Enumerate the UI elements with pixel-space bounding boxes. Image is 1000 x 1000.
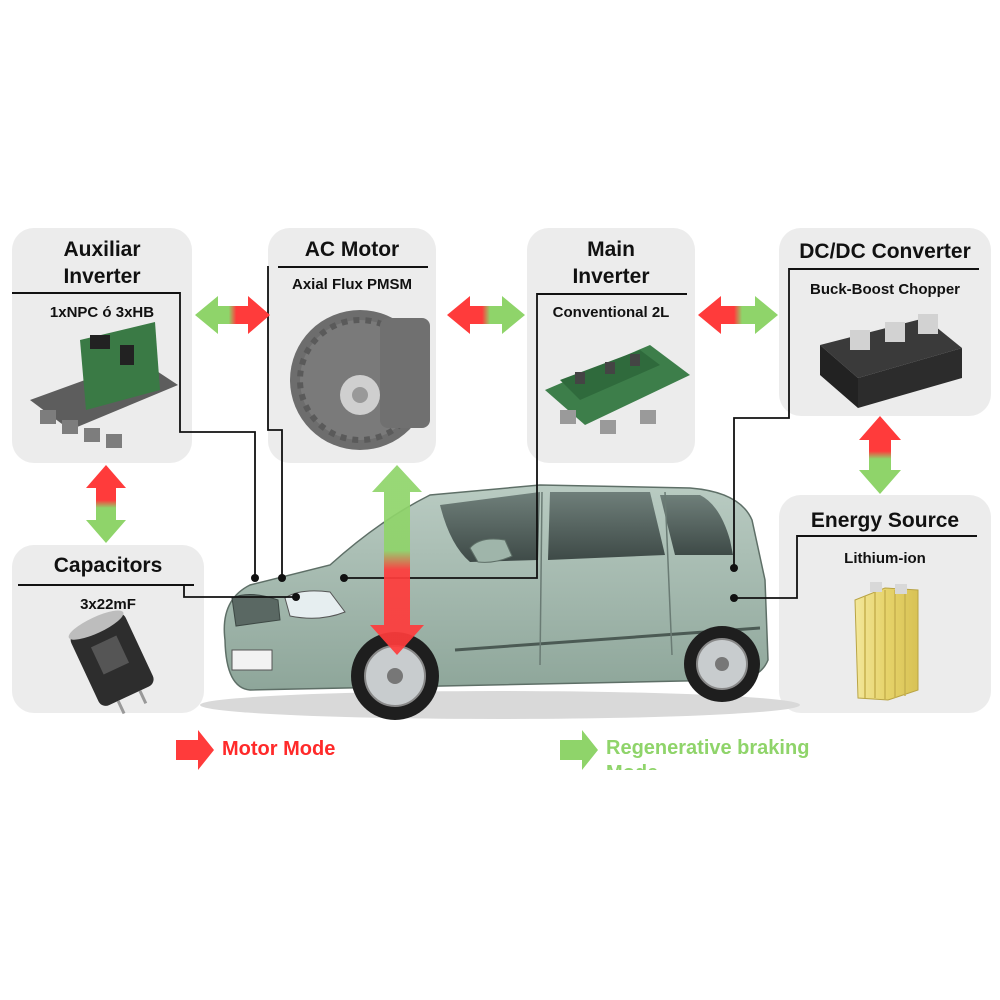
dcdc-battery-arrow <box>859 416 901 494</box>
regen-mode-legend-label-cutoff: Mode <box>606 762 686 770</box>
main-dcdc-arrow <box>698 296 778 334</box>
dcdc-converter-underline <box>789 268 979 270</box>
motor-wheel-arrow <box>370 465 424 655</box>
main-inverter-underline <box>537 293 687 295</box>
aux-inverter-underline <box>12 292 180 294</box>
ac-motor-subtitle: Axial Flux PMSM <box>291 276 413 293</box>
regen-mode-legend-label: Regenerative braking <box>606 737 810 759</box>
aux-capacitor-arrow <box>86 465 126 543</box>
aux-inverter-title: Auxiliar Inverter <box>63 238 141 288</box>
car-illustration <box>200 484 800 720</box>
aux-inverter-pcb-image <box>30 322 178 448</box>
energy-source-title: Energy Source <box>810 509 960 532</box>
ac-motor-title: AC Motor <box>304 238 400 261</box>
capacitors-subtitle: 3x22mF <box>80 596 136 613</box>
energy-source-underline <box>797 535 977 537</box>
main-inverter-subtitle: Conventional 2L <box>552 304 670 321</box>
dcdc-converter-title: DC/DC Converter <box>799 240 971 263</box>
dcdc-module-image <box>820 314 962 408</box>
dcdc-converter-subtitle: Buck-Boost Chopper <box>810 281 960 298</box>
regen-mode-legend-arrow <box>560 730 598 770</box>
main-inverter-pcb-image <box>545 345 690 434</box>
energy-source-subtitle: Lithium-ion <box>844 550 926 567</box>
capacitor-image <box>68 610 154 715</box>
motor-mode-legend-label: Motor Mode <box>222 738 336 760</box>
motor-mode-legend-arrow <box>176 730 214 770</box>
aux-inverter-subtitle: 1xNPC ó 3xHB <box>49 304 155 321</box>
main-inverter-title: Main Inverter <box>572 238 650 288</box>
ac-motor-image <box>290 310 430 450</box>
connection-dots <box>251 564 738 602</box>
capacitors-title: Capacitors <box>53 554 163 577</box>
aux-motor-arrow <box>195 296 270 334</box>
capacitors-underline <box>18 584 194 586</box>
battery-image <box>854 582 919 701</box>
regen-mode-legend-label-line2: Mode <box>606 762 658 770</box>
ac-motor-underline <box>278 266 428 268</box>
motor-main-arrow <box>447 296 525 334</box>
